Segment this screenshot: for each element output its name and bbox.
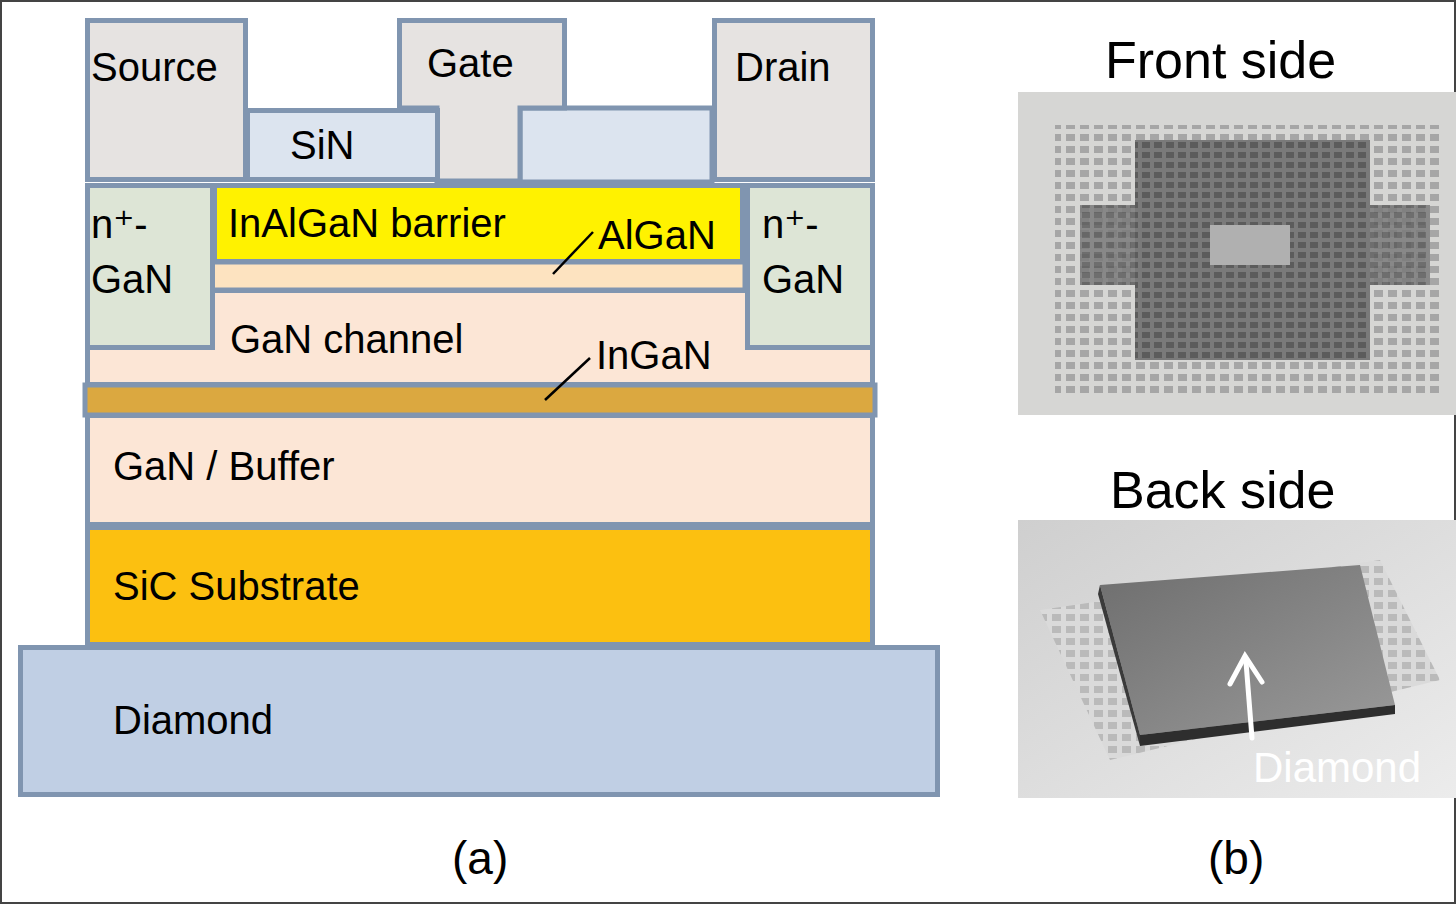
photo-title: Back side — [1110, 460, 1335, 520]
layer-name: Gate — [427, 40, 514, 86]
layer-name: InAlGaN barrier — [228, 200, 506, 246]
ohmic-regrowth: n⁺- GaN — [745, 183, 875, 350]
layer-callout: InGaN — [596, 332, 712, 378]
panel-label: (a) — [452, 832, 508, 885]
sin-layer — [520, 108, 712, 182]
sin-passivation: SiN — [245, 108, 440, 182]
layer-name: GaN / Buffer — [113, 443, 335, 489]
photo-arrow — [1230, 656, 1262, 738]
front-photo — [1018, 92, 1456, 415]
ingan-layer — [85, 385, 875, 415]
layer-callout: AlGaN — [598, 212, 716, 258]
photo-title: Front side — [1105, 30, 1336, 90]
buffer-layer: GaN / Buffer — [85, 413, 875, 527]
source-contact: Source — [85, 18, 248, 182]
layer-name: GaN channel — [230, 316, 463, 362]
layer-name: n⁺- GaN — [762, 197, 870, 307]
layer-name: Diamond — [113, 697, 273, 743]
ohmic-regrowth: n⁺- GaN — [85, 183, 215, 350]
photo-callout: Diamond — [1253, 744, 1421, 792]
layer-name: SiN — [290, 122, 354, 168]
layer-name: n⁺- GaN — [91, 197, 203, 307]
layer-name: Drain — [735, 44, 831, 90]
layer-name: SiC Substrate — [113, 563, 360, 609]
panel-label: (b) — [1208, 832, 1264, 885]
layer-name: Source — [91, 44, 218, 90]
algan-layer — [212, 262, 745, 290]
substrate-layer: SiC Substrate — [85, 525, 875, 647]
drain-contact: Drain — [712, 18, 875, 182]
diamond-layer: Diamond — [18, 645, 940, 797]
back-photo — [1018, 520, 1456, 798]
